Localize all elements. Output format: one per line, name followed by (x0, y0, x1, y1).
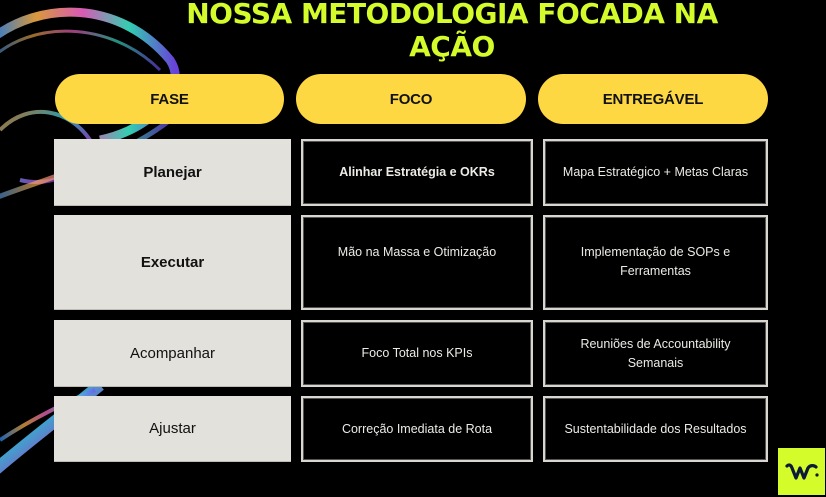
phase-cell-executar: Executar (54, 215, 291, 310)
deliverable-cell-ajustar: Sustentabilidade dos Resultados (543, 396, 768, 462)
deliverable-cell-planejar: Mapa Estratégico + Metas Claras (543, 139, 768, 206)
header-foco: FOCO (296, 74, 526, 124)
focus-cell-acompanhar: Foco Total nos KPIs (301, 320, 533, 387)
phase-cell-planejar: Planejar (54, 139, 291, 206)
page-title: NOSSA METODOLOGIA FOCADA NA AÇÃO (0, 0, 826, 63)
wc-logo (778, 448, 825, 495)
focus-cell-ajustar: Correção Imediata de Rota (301, 396, 533, 462)
header-entregavel: ENTREGÁVEL (538, 74, 768, 124)
focus-cell-planejar: Alinhar Estratégia e OKRs (301, 139, 533, 206)
deliverable-cell-executar: Implementação de SOPs e Ferramentas (543, 215, 768, 310)
header-fase: FASE (55, 74, 284, 124)
title-line-2: AÇÃO (409, 30, 495, 63)
focus-cell-executar: Mão na Massa e Otimização (301, 215, 533, 310)
wc-logo-icon (784, 462, 819, 480)
phase-cell-acompanhar: Acompanhar (54, 320, 291, 387)
title-line-1: NOSSA METODOLOGIA FOCADA NA (186, 0, 718, 30)
phase-cell-ajustar: Ajustar (54, 396, 291, 462)
deliverable-cell-acompanhar: Reuniões de Accountability Semanais (543, 320, 768, 387)
